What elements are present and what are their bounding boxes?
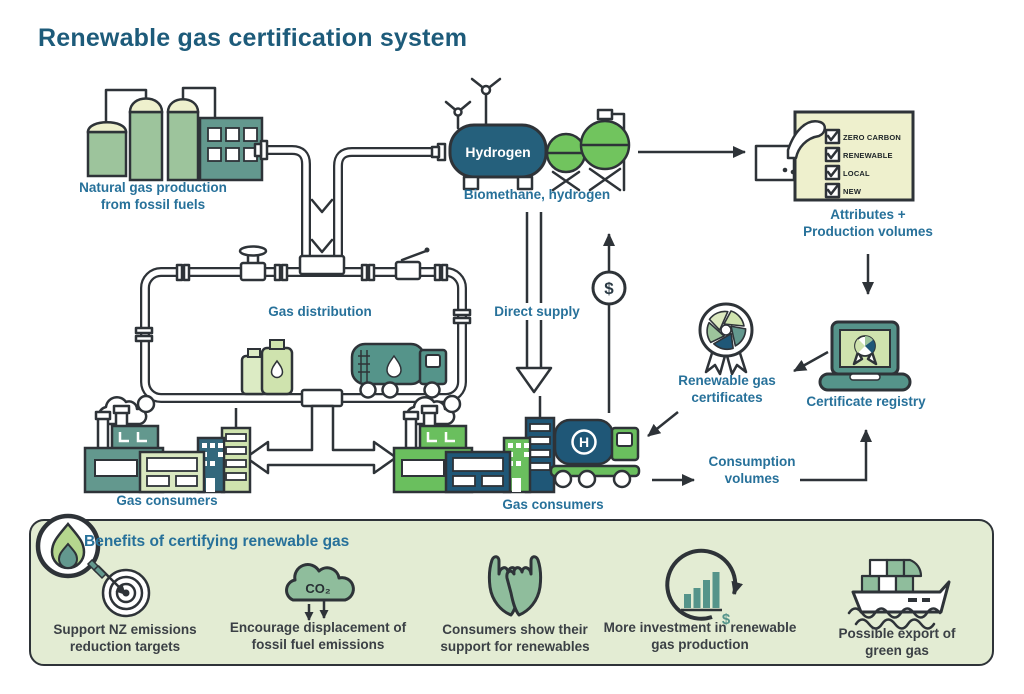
benefit-caption-targets: Support NZ emissions reduction targets <box>53 622 197 654</box>
benefits-heading: Benefits of certifying renewable gas <box>84 533 350 550</box>
consumption-label: Consumption volumes <box>708 454 796 487</box>
ship-icon <box>847 558 951 630</box>
wind-turbine-icon <box>444 77 502 130</box>
hydrogen-tank-icon: Hydrogen <box>430 123 548 191</box>
hand-icon <box>754 120 826 182</box>
gas-consumers-left-icon <box>83 394 252 494</box>
flame-icon <box>35 513 101 579</box>
certificate-badge-icon <box>698 302 754 376</box>
gas-tanker-truck-icon <box>350 342 448 399</box>
valve-wheel-icon <box>238 245 268 282</box>
dollar-symbol: $ <box>604 279 614 298</box>
benefits-band: CO₂ $ <box>29 513 994 666</box>
page-title: Renewable gas certification system <box>38 24 468 52</box>
benefit-caption-support: Consumers show their support for renewab… <box>440 622 590 654</box>
investment-icon: $ <box>665 548 744 628</box>
attributes-label: Attributes + Production volumes <box>803 207 933 240</box>
certificates-label: Renewable gas certificates <box>678 373 776 406</box>
co2-label: CO₂ <box>305 581 331 596</box>
biogas-spheres-icon <box>545 108 631 192</box>
registry-label: Certificate registry <box>806 394 926 409</box>
flow-arrows <box>603 146 874 486</box>
checklist-item-2: LOCAL <box>843 169 870 178</box>
hydrogen-tank-label: Hydrogen <box>465 144 530 160</box>
benefit-caption-displacement: Encourage displacement of fossil fuel em… <box>229 620 407 652</box>
checklist-item-1: RENEWABLE <box>843 151 893 160</box>
co2-cloud-icon: CO₂ <box>285 563 355 621</box>
valve-lever-icon <box>394 247 430 281</box>
attributes-checklist-card: ZERO CARBON RENEWABLE LOCAL NEW <box>754 110 915 202</box>
biomethane-label: Biomethane, hydrogen <box>463 187 611 202</box>
checklist-item-0: ZERO CARBON <box>843 133 901 142</box>
direct-supply-pipe <box>515 212 553 394</box>
lpg-bottles-icon <box>240 339 294 396</box>
natural-gas-label: Natural gas production from fossil fuels <box>79 180 227 213</box>
laptop-registry-icon <box>818 320 912 392</box>
hands-icon <box>487 555 543 617</box>
pipe-network <box>134 145 472 475</box>
benefit-caption-export: Possible export of green gas <box>838 626 956 658</box>
benefit-caption-investment: More investment in renewable gas product… <box>603 620 797 652</box>
direct-supply-label: Direct supply <box>490 303 584 321</box>
gas-distribution-label: Gas distribution <box>268 304 372 319</box>
truck-hydrogen-letter: H <box>579 434 589 450</box>
target-icon <box>86 558 151 618</box>
gas-consumers-right-icon <box>392 394 556 494</box>
investment-dollar: $ <box>722 611 731 628</box>
hydrogen-truck-icon: H <box>549 418 641 489</box>
money-flow-icon: $ <box>591 270 627 306</box>
consumers-left-label: Gas consumers <box>116 493 218 508</box>
checklist-item-3: NEW <box>843 187 862 196</box>
natural-gas-plant-icon <box>86 86 269 182</box>
consumers-right-label: Gas consumers <box>502 497 604 512</box>
